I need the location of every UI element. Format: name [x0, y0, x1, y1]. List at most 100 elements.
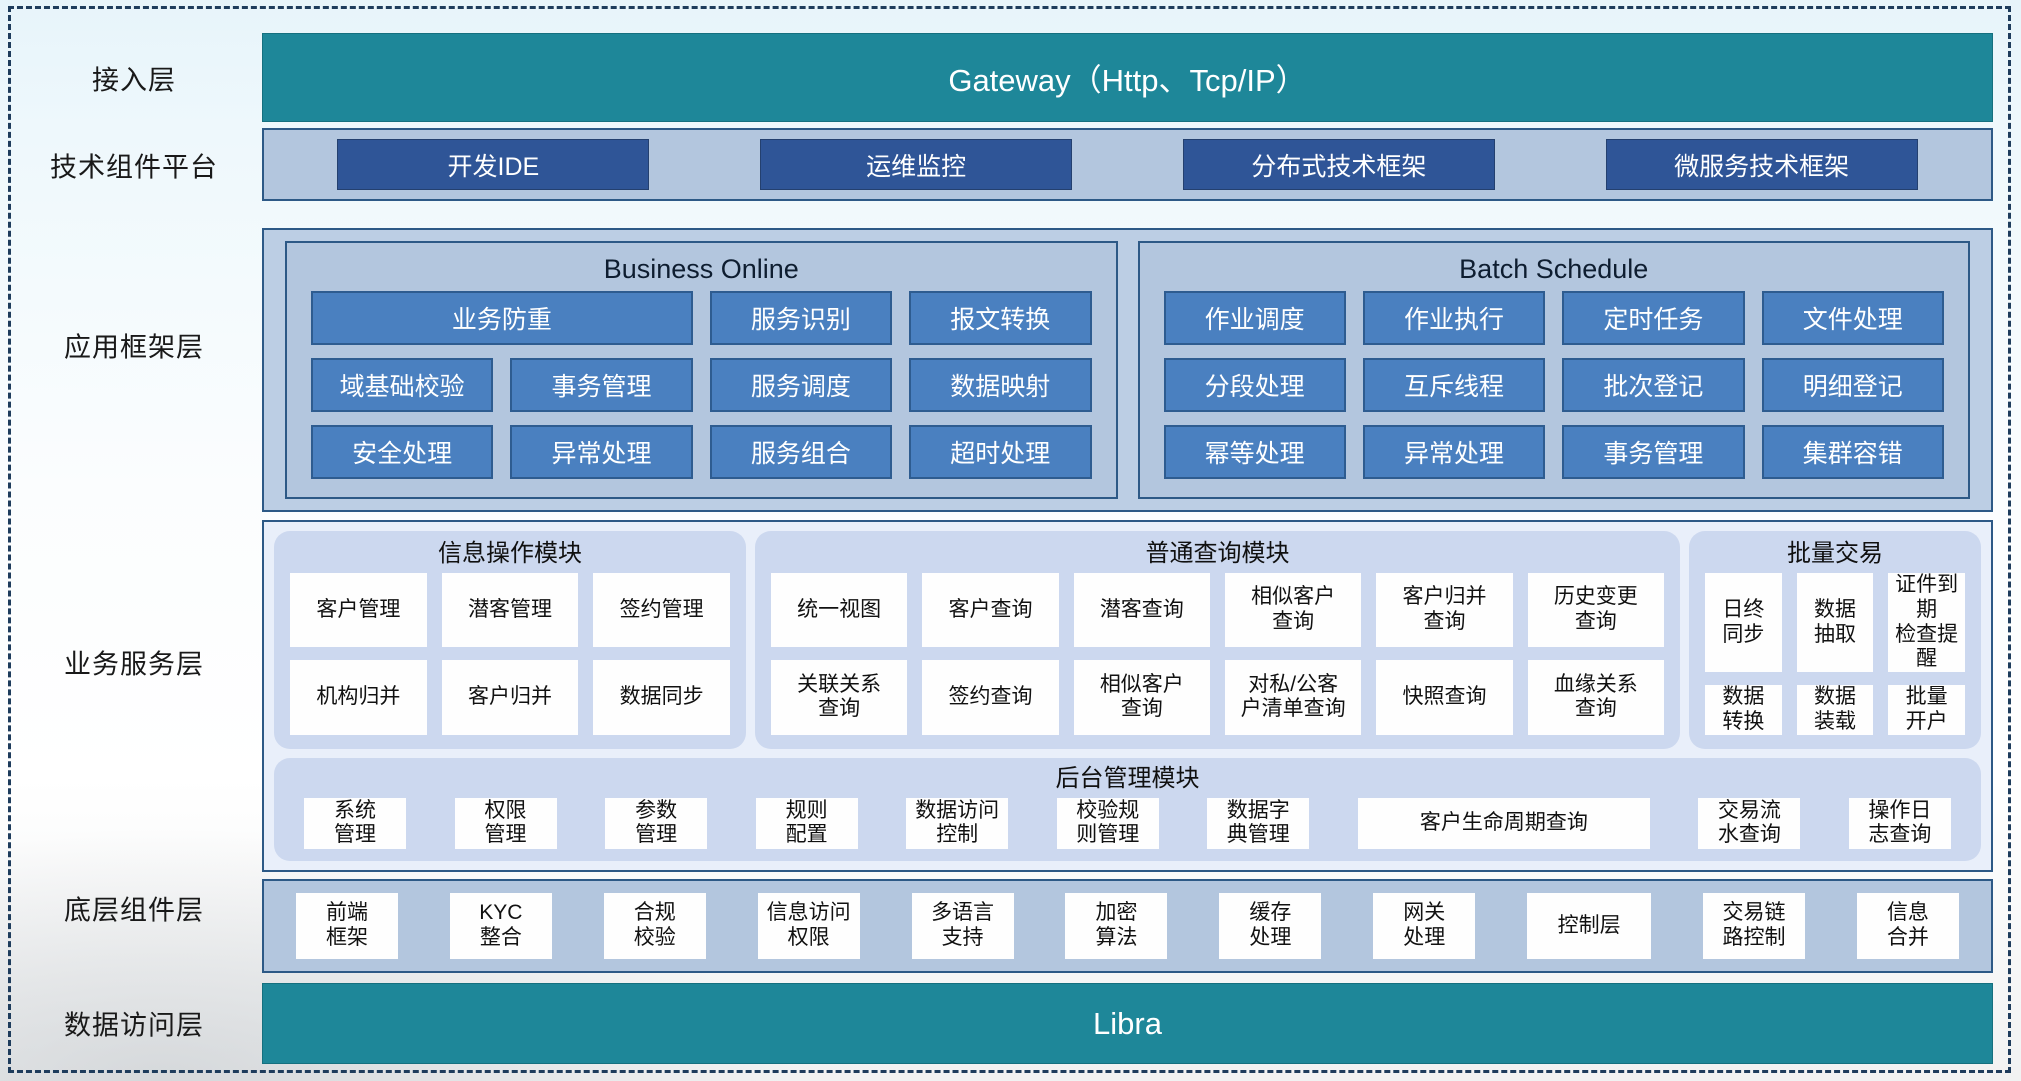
app-block: 服务识别 [709, 291, 893, 345]
layer-label-tech-platform: 技术组件平台 [50, 152, 218, 183]
layer-label-app-framework: 应用框架层 [64, 332, 204, 363]
component-block: 前端 框架 [296, 893, 398, 959]
component-block: 加密 算法 [1065, 893, 1168, 959]
component-block: 多语言 支持 [911, 893, 1014, 959]
component-block: 合规 校验 [603, 893, 706, 959]
batch-schedule-grid: 作业调度 作业执行 定时任务 文件处理 分段处理 互斥线程 批次登记 明细登记 … [1163, 291, 1944, 479]
common-query-title: 普通查询模块 [1145, 540, 1290, 567]
service-block: 潜客查询 [1073, 573, 1210, 648]
layer-label-data-access: 数据访问层 [64, 1010, 204, 1041]
service-block: 数据 装载 [1796, 685, 1874, 735]
layer-label-business-service: 业务服务层 [64, 649, 204, 680]
app-block: 幂等处理 [1163, 425, 1346, 479]
tech-platform-container: 开发IDE 运维监控 分布式技术框架 微服务技术框架 [262, 128, 1993, 201]
service-block: 机构归并 [290, 660, 427, 735]
batch-trade-grid: 日终 同步 数据 抽取 证件到期 检查提醒 数据 转换 数据 装载 批量 开户 [1705, 573, 1965, 735]
service-block: 数据 抽取 [1796, 573, 1874, 673]
app-block: 文件处理 [1761, 291, 1944, 345]
component-block: 信息 合并 [1856, 893, 1959, 959]
app-block: 事务管理 [1562, 425, 1745, 479]
component-block: 缓存 处理 [1219, 893, 1322, 959]
component-block: 信息访问 权限 [757, 893, 860, 959]
component-block: 交易链 路控制 [1703, 893, 1806, 959]
service-block: 批量 开户 [1888, 685, 1965, 735]
app-block: 定时任务 [1562, 291, 1745, 345]
info-operation-title: 信息操作模块 [438, 540, 582, 567]
service-block: 签约管理 [593, 573, 730, 648]
app-block: 作业执行 [1362, 291, 1546, 345]
admin-management-grid: 系统 管理 权限 管理 参数 管理 规则 配置 数据访问 控制 校验规 则管理 … [304, 797, 1951, 849]
common-query-grid: 统一视图 客户查询 潜客查询 相似客户 查询 客户归并 查询 历史变更 查询 关… [771, 573, 1664, 735]
batch-trade-panel: 批量交易 日终 同步 数据 抽取 证件到期 检查提醒 数据 转换 数据 装载 批… [1689, 531, 1981, 749]
business-online-grid: 业务防重 服务识别 报文转换 域基础校验 事务管理 服务调度 数据映射 安全处理… [311, 291, 1092, 479]
app-block: 互斥线程 [1362, 358, 1546, 412]
batch-schedule-title: Batch Schedule [1459, 254, 1649, 284]
libra-text: Libra [1093, 1005, 1162, 1041]
app-framework-container: Business Online 业务防重 服务识别 报文转换 域基础校验 事务管… [262, 228, 1993, 512]
info-operation-panel: 信息操作模块 客户管理 潜客管理 签约管理 机构归并 客户归并 数据同步 [274, 531, 746, 749]
service-block: 客户管理 [290, 573, 427, 648]
layer-label-bottom-components: 底层组件层 [64, 895, 204, 926]
service-block: 交易流 水查询 [1698, 797, 1801, 849]
app-block: 作业调度 [1163, 291, 1346, 345]
common-query-panel: 普通查询模块 统一视图 客户查询 潜客查询 相似客户 查询 客户归并 查询 历史… [755, 531, 1680, 749]
service-block: 权限 管理 [454, 797, 557, 849]
service-block: 统一视图 [771, 573, 908, 648]
app-block: 超时处理 [909, 425, 1092, 479]
info-operation-grid: 客户管理 潜客管理 签约管理 机构归并 客户归并 数据同步 [290, 573, 730, 735]
admin-management-title: 后台管理模块 [1055, 764, 1200, 792]
component-block: KYC 整合 [449, 893, 552, 959]
service-block: 日终 同步 [1705, 573, 1782, 673]
gateway-text: Gateway（Http、Tcp/IP） [948, 63, 1307, 98]
service-block: 关联关系 查询 [771, 660, 908, 735]
service-block: 系统 管理 [304, 797, 406, 849]
service-block: 操作日 志查询 [1848, 797, 1951, 849]
bottom-components-container: 前端 框架 KYC 整合 合规 校验 信息访问 权限 多语言 支持 加密 算法 … [262, 879, 1993, 973]
service-block: 参数 管理 [605, 797, 708, 849]
app-block: 服务组合 [709, 425, 893, 479]
tech-block-microservice-framework: 微服务技术框架 [1605, 139, 1918, 190]
service-block: 血缘关系 查询 [1527, 660, 1664, 735]
service-block: 数据同步 [593, 660, 730, 735]
service-block: 历史变更 查询 [1527, 573, 1664, 648]
service-block: 快照查询 [1376, 660, 1513, 735]
service-block: 签约查询 [922, 660, 1059, 735]
libra-bar: Libra [262, 983, 1993, 1064]
gateway-bar: Gateway（Http、Tcp/IP） [262, 33, 1993, 122]
service-block: 校验规 则管理 [1056, 797, 1159, 849]
service-block: 客户生命周期查询 [1357, 797, 1650, 849]
business-service-container: 信息操作模块 客户管理 潜客管理 签约管理 机构归并 客户归并 数据同步 普通查… [262, 520, 1993, 872]
business-online-group: Business Online 业务防重 服务识别 报文转换 域基础校验 事务管… [285, 241, 1118, 499]
service-block: 客户查询 [922, 573, 1059, 648]
layer-label-access: 接入层 [92, 65, 176, 96]
app-block: 域基础校验 [311, 358, 494, 412]
service-block: 数据字 典管理 [1207, 797, 1310, 849]
service-block: 对私/公客 户清单查询 [1224, 660, 1362, 735]
app-block: 服务调度 [709, 358, 893, 412]
service-block: 数据访问 控制 [906, 797, 1009, 849]
tech-block-dev-ide: 开发IDE [337, 139, 650, 190]
batch-schedule-group: Batch Schedule 作业调度 作业执行 定时任务 文件处理 分段处理 … [1137, 241, 1970, 499]
service-block: 相似客户 查询 [1224, 573, 1362, 648]
app-block: 业务防重 [311, 291, 693, 345]
app-block: 安全处理 [311, 425, 494, 479]
service-block: 潜客管理 [441, 573, 579, 648]
app-block: 异常处理 [510, 425, 693, 479]
app-block: 分段处理 [1163, 358, 1346, 412]
app-block: 事务管理 [510, 358, 693, 412]
service-block: 规则 配置 [755, 797, 858, 849]
component-block: 网关 处理 [1373, 893, 1476, 959]
service-block: 客户归并 [441, 660, 579, 735]
component-block: 控制层 [1527, 893, 1652, 959]
service-block: 数据 转换 [1705, 685, 1782, 735]
service-block: 客户归并 查询 [1376, 573, 1513, 648]
app-block: 明细登记 [1761, 358, 1944, 412]
business-service-panels: 信息操作模块 客户管理 潜客管理 签约管理 机构归并 客户归并 数据同步 普通查… [274, 531, 1981, 749]
batch-trade-title: 批量交易 [1787, 540, 1883, 567]
app-block: 集群容错 [1761, 425, 1944, 479]
service-block: 相似客户 查询 [1073, 660, 1210, 735]
app-block: 批次登记 [1562, 358, 1745, 412]
service-block: 证件到期 检查提醒 [1888, 573, 1965, 673]
admin-management-panel: 后台管理模块 系统 管理 权限 管理 参数 管理 规则 配置 数据访问 控制 校… [274, 757, 1981, 861]
tech-block-distributed-framework: 分布式技术框架 [1182, 139, 1495, 190]
